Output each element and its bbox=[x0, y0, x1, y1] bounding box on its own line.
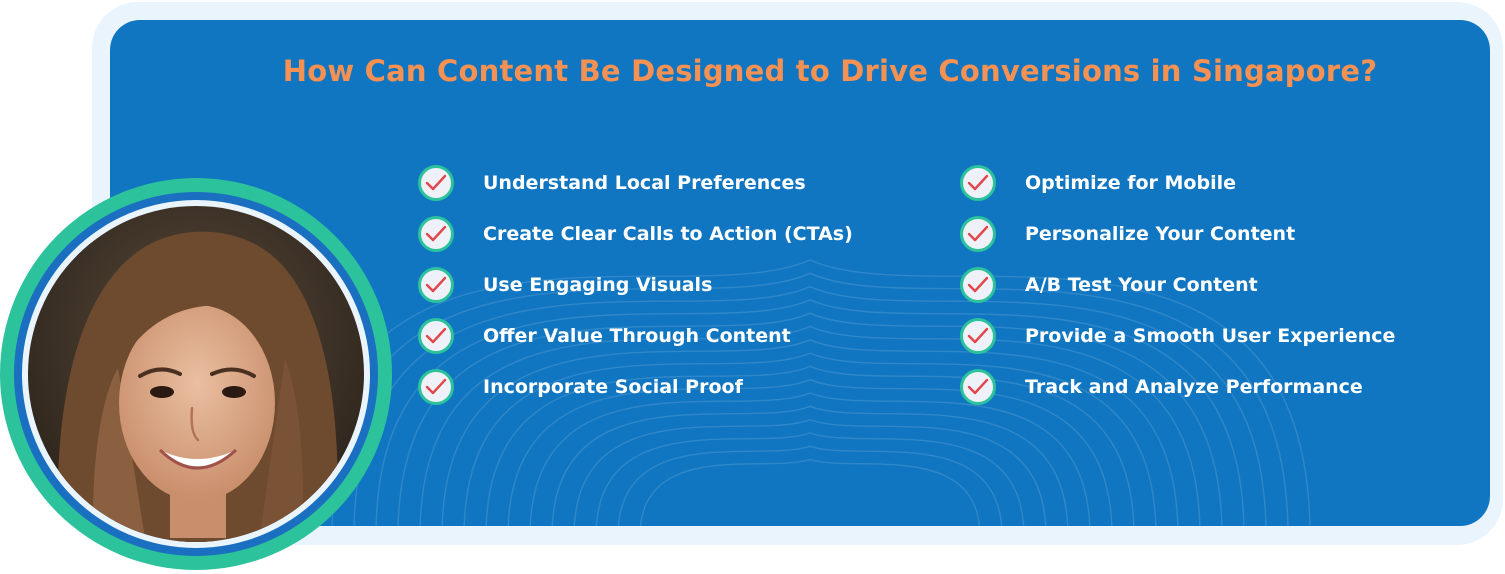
list-item-label: Incorporate Social Proof bbox=[483, 375, 743, 398]
checkmark-icon bbox=[960, 266, 996, 303]
portrait-photo bbox=[28, 206, 364, 542]
list-item-label: Create Clear Calls to Action (CTAs) bbox=[483, 222, 853, 245]
list-item: A/B Test Your Content bbox=[960, 259, 1395, 310]
list-item: Understand Local Preferences bbox=[418, 157, 853, 208]
checkmark-icon bbox=[960, 215, 996, 252]
tips-list-right: Optimize for Mobile Personalize Your Con… bbox=[960, 157, 1395, 412]
list-item: Track and Analyze Performance bbox=[960, 361, 1395, 412]
checkmark-icon bbox=[418, 317, 454, 354]
checkmark-icon bbox=[960, 368, 996, 405]
list-item: Offer Value Through Content bbox=[418, 310, 853, 361]
list-item: Personalize Your Content bbox=[960, 208, 1395, 259]
wave-lines-decoration bbox=[309, 259, 1311, 526]
list-item: Use Engaging Visuals bbox=[418, 259, 853, 310]
list-item: Create Clear Calls to Action (CTAs) bbox=[418, 208, 853, 259]
list-item-label: Offer Value Through Content bbox=[483, 324, 791, 347]
list-item: Provide a Smooth User Experience bbox=[960, 310, 1395, 361]
checkmark-icon bbox=[418, 164, 454, 201]
list-item-label: Personalize Your Content bbox=[1025, 222, 1296, 245]
list-item-label: A/B Test Your Content bbox=[1025, 273, 1258, 296]
list-item: Incorporate Social Proof bbox=[418, 361, 853, 412]
checkmark-icon bbox=[960, 164, 996, 201]
checkmark-icon bbox=[418, 368, 454, 405]
portrait-badge bbox=[0, 178, 392, 570]
list-item: Optimize for Mobile bbox=[960, 157, 1395, 208]
list-item-label: Use Engaging Visuals bbox=[483, 273, 713, 296]
list-item-label: Track and Analyze Performance bbox=[1025, 375, 1363, 398]
checkmark-icon bbox=[418, 215, 454, 252]
tips-list-left: Understand Local Preferences Create Clea… bbox=[418, 157, 853, 412]
list-item-label: Optimize for Mobile bbox=[1025, 171, 1236, 194]
list-item-label: Understand Local Preferences bbox=[483, 171, 806, 194]
checkmark-icon bbox=[960, 317, 996, 354]
page-title: How Can Content Be Designed to Drive Con… bbox=[282, 54, 1378, 88]
content-panel: How Can Content Be Designed to Drive Con… bbox=[110, 20, 1490, 526]
list-item-label: Provide a Smooth User Experience bbox=[1025, 324, 1396, 347]
checkmark-icon bbox=[418, 266, 454, 303]
